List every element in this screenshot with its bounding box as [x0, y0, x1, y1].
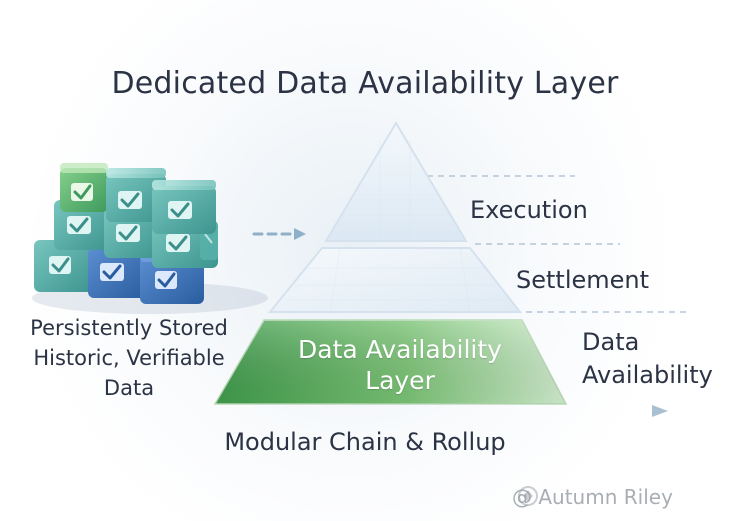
- bottom-caption: Modular Chain & Rollup: [224, 428, 506, 456]
- pyramid-middle-settlement: [267, 247, 523, 313]
- check-icon: [157, 272, 176, 288]
- pyramid: [213, 121, 568, 405]
- base-arrow: [180, 405, 668, 417]
- page-title: Dedicated Data Availability Layer: [111, 66, 619, 101]
- arrow-to-pyramid: [252, 228, 306, 240]
- check-icon: [118, 225, 138, 241]
- watermark-text: @ Autumn Riley: [512, 485, 673, 509]
- check-icon: [73, 184, 92, 200]
- left-caption-line2: Historic, Verifiable: [33, 345, 225, 370]
- check-icon: [51, 257, 70, 273]
- check-icon: [120, 192, 140, 208]
- box-top-center: [106, 168, 166, 222]
- label-availability: Availability: [582, 361, 713, 389]
- label-settlement: Settlement: [516, 266, 650, 294]
- box-bottom-blue: [88, 248, 146, 298]
- check-icon: [102, 264, 122, 280]
- check-icon: [170, 202, 190, 218]
- box-bottom-left: [34, 240, 94, 292]
- pyramid-label-line1: Data Availability: [298, 335, 502, 364]
- left-caption: Persistently Stored Historic, Verifiable…: [14, 314, 244, 403]
- pyramid-top-execution: [324, 121, 468, 242]
- watermark: @ Autumn Riley: [512, 485, 673, 509]
- box-top-left: [60, 163, 108, 212]
- data-boxes: [32, 163, 268, 314]
- label-data: Data: [582, 328, 640, 356]
- check-icon: [168, 235, 188, 251]
- label-execution: Execution: [470, 196, 588, 224]
- pyramid-label-line2: Layer: [365, 366, 435, 395]
- check-icon: [69, 217, 89, 233]
- box-middle-left: [54, 200, 112, 250]
- network-logo-icon: [518, 486, 538, 506]
- left-caption-line3: Data: [103, 375, 155, 400]
- box-top-right: [152, 180, 216, 234]
- left-caption-line1: Persistently Stored: [30, 316, 228, 340]
